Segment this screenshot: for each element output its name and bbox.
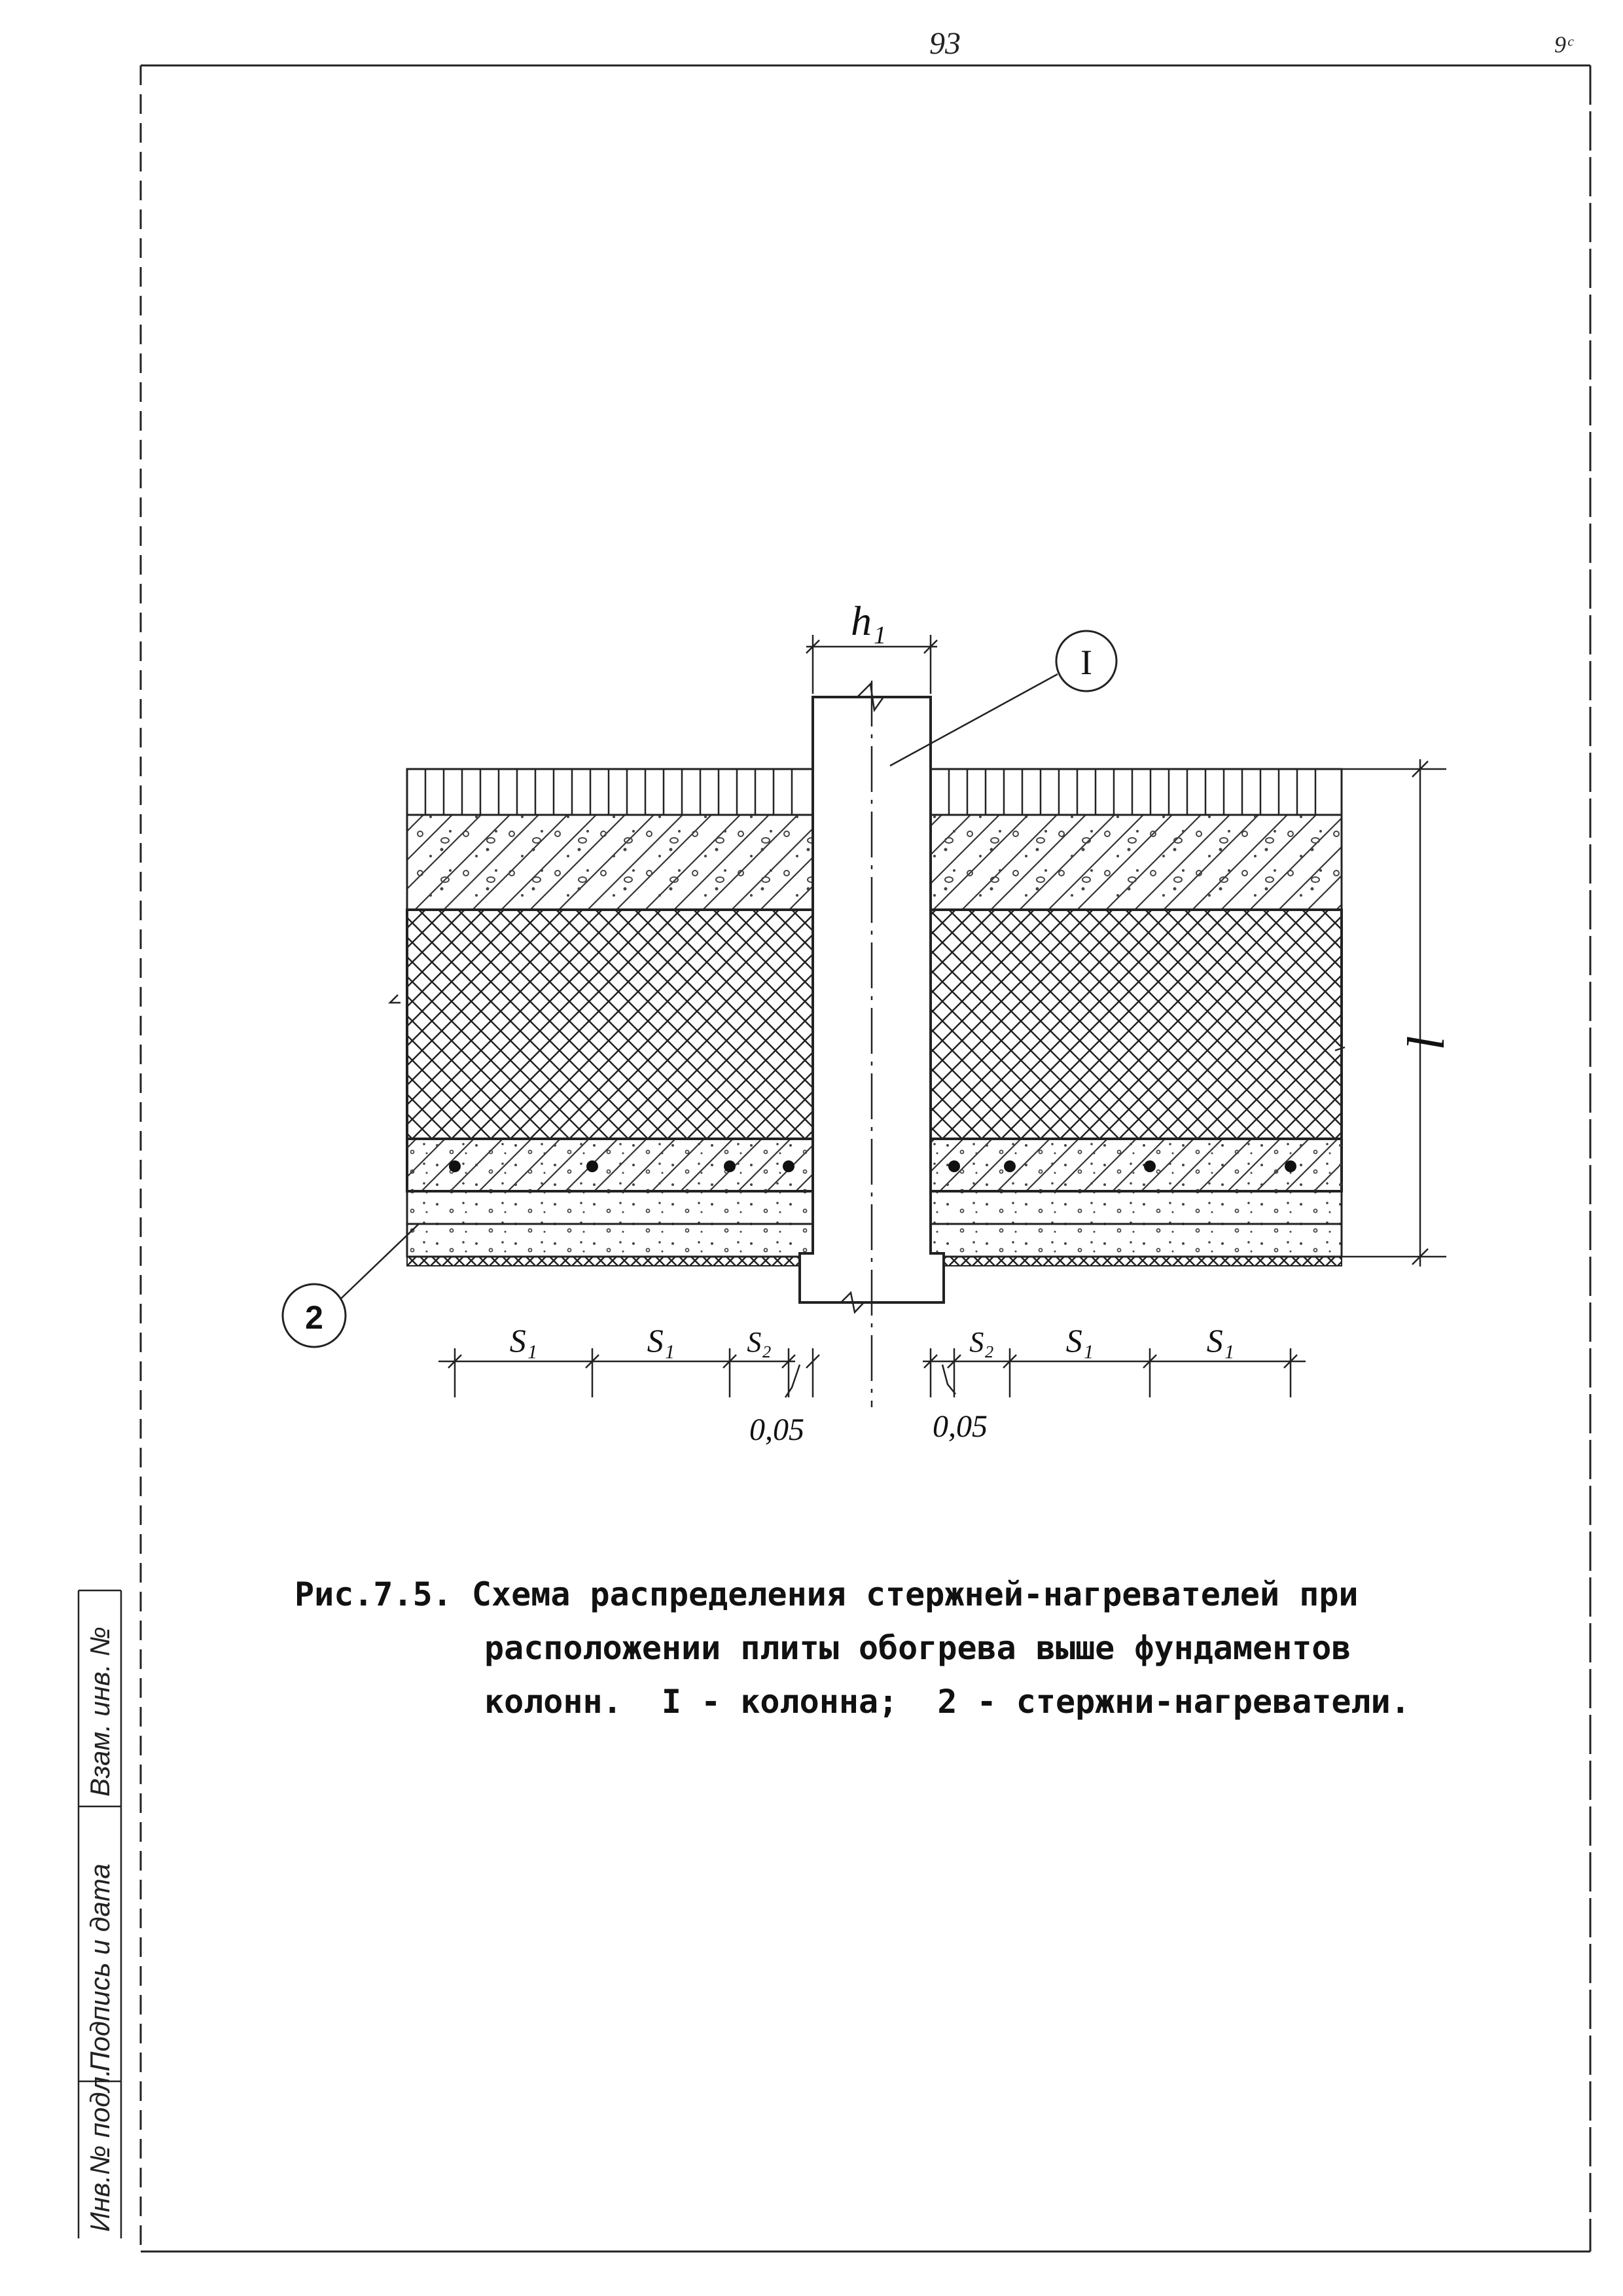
top-insulation-ticks-left [424, 769, 793, 815]
caption-line-2: расположении плиты обогрева выше фундаме… [484, 1629, 1351, 1667]
caption-line-1: Рис.7.5. Схема распределения стержней-на… [294, 1575, 1359, 1613]
stamp-vzam-inv: Взам. инв. № [84, 1626, 115, 1797]
heater-rod [1144, 1160, 1156, 1172]
corner-mark: 9ᶜ [1554, 31, 1574, 58]
spacing-label-s1: S₁ [1066, 1322, 1094, 1359]
column-marker-label: I [1080, 643, 1092, 682]
spacing-label-s2: S₂ [747, 1326, 771, 1358]
side-stamp [77, 1589, 122, 2238]
dim-spacing [438, 1348, 1306, 1398]
heater-rods [449, 1160, 1296, 1172]
heater-marker [281, 1223, 419, 1348]
dim-l [387, 759, 1446, 1266]
dim-l-label: l [1395, 1034, 1453, 1049]
layers-left [406, 768, 814, 1266]
caption-line-3: колонн. I - колонна; 2 - стержни-нагрева… [484, 1683, 1410, 1721]
gap-label-right: 0,05 [933, 1409, 988, 1444]
spacing-label-s1: S₁ [510, 1322, 537, 1359]
figure-caption: Рис.7.5. Схема распределения стержней-на… [294, 1568, 1486, 1729]
heater-rod [1285, 1160, 1296, 1172]
sheet-frame [139, 64, 1592, 2253]
spacing-label-s1: S₁ [647, 1322, 675, 1359]
heater-rod [783, 1160, 794, 1172]
heater-marker-label: 2 [305, 1299, 323, 1336]
heater-rod [1004, 1160, 1016, 1172]
column-marker [889, 630, 1118, 767]
spacing-label-s1: S₁ [1207, 1322, 1234, 1359]
stamp-sign-date: Подпись и дата [84, 1863, 115, 2072]
top-insulation-ticks-right [948, 769, 1317, 815]
layers-right [929, 768, 1343, 1266]
dim-h1-label: h₁ [851, 598, 886, 644]
spacing-label-s2: S₂ [969, 1326, 993, 1358]
heater-rod [586, 1160, 598, 1172]
stamp-inv-podl: Инв.№ подл. [84, 2069, 115, 2232]
page-number: 93 [929, 26, 961, 61]
column [798, 681, 945, 1407]
heater-rod [948, 1160, 960, 1172]
heater-rod [724, 1160, 736, 1172]
dim-h1 [806, 635, 938, 694]
gap-label-left: 0,05 [749, 1412, 804, 1447]
heater-rod [449, 1160, 461, 1172]
